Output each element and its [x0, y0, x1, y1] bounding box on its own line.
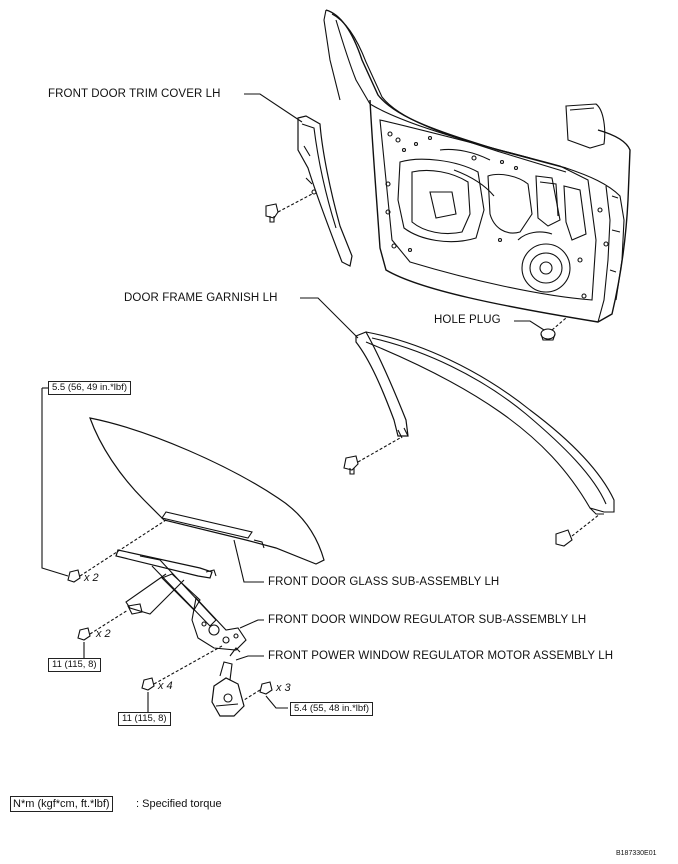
trim-cover-part: [297, 115, 353, 267]
label-motor: FRONT POWER WINDOW REGULATOR MOTOR ASSEM…: [268, 650, 614, 662]
glass-bolt: [67, 519, 167, 583]
trim-cover-clip: [265, 193, 313, 223]
frame-garnish-part: [355, 331, 615, 515]
motor-leader: [235, 655, 264, 661]
torque-regulator-bolts-b: 11 (115, 8): [118, 712, 171, 726]
motor-screw: [243, 681, 288, 709]
front-door-panel: [323, 9, 631, 323]
label-regulator: FRONT DOOR WINDOW REGULATOR SUB-ASSEMBLY…: [268, 614, 587, 626]
frame-garnish-leader: [300, 297, 359, 339]
qty-motor-screws: x 3: [276, 682, 291, 694]
torque-regulator-bolts-a: 11 (115, 8): [48, 658, 101, 672]
label-hole-plug: HOLE PLUG: [434, 314, 501, 326]
regulator-part: [115, 549, 247, 651]
hole-plug-leader: [514, 320, 545, 331]
legend-unit-box: N*m (kgf*cm, ft.*lbf): [10, 796, 113, 812]
trim-cover-leader: [244, 93, 303, 123]
door-glass-part: [89, 417, 325, 565]
label-trim-cover: FRONT DOOR TRIM COVER LH: [48, 88, 221, 100]
glass-torque-leader: [41, 388, 69, 577]
label-door-glass: FRONT DOOR GLASS SUB-ASSEMBLY LH: [268, 576, 500, 588]
motor-part: [211, 647, 245, 717]
regulator-bolt-a: [77, 609, 129, 641]
regulator-leader: [239, 619, 264, 629]
qty-regulator-bolts-a: x 2: [96, 628, 111, 640]
figure-code: B187330E01: [616, 850, 657, 857]
hole-plug-part: [540, 317, 567, 341]
qty-glass-bolts: x 2: [84, 572, 99, 584]
garnish-clip-lower: [555, 513, 601, 547]
garnish-clip-upper: [343, 437, 401, 475]
glass-leader: [233, 539, 264, 583]
label-frame-garnish: DOOR FRAME GARNISH LH: [124, 292, 278, 304]
qty-regulator-bolts-b: x 4: [158, 680, 173, 692]
legend-description: : Specified torque: [136, 798, 222, 810]
regulator-bolt-b: [141, 645, 223, 691]
torque-motor-screws: 5.4 (55, 48 in.*lbf): [290, 702, 373, 716]
torque-glass-bolts: 5.5 (56, 49 in.*lbf): [48, 381, 131, 395]
